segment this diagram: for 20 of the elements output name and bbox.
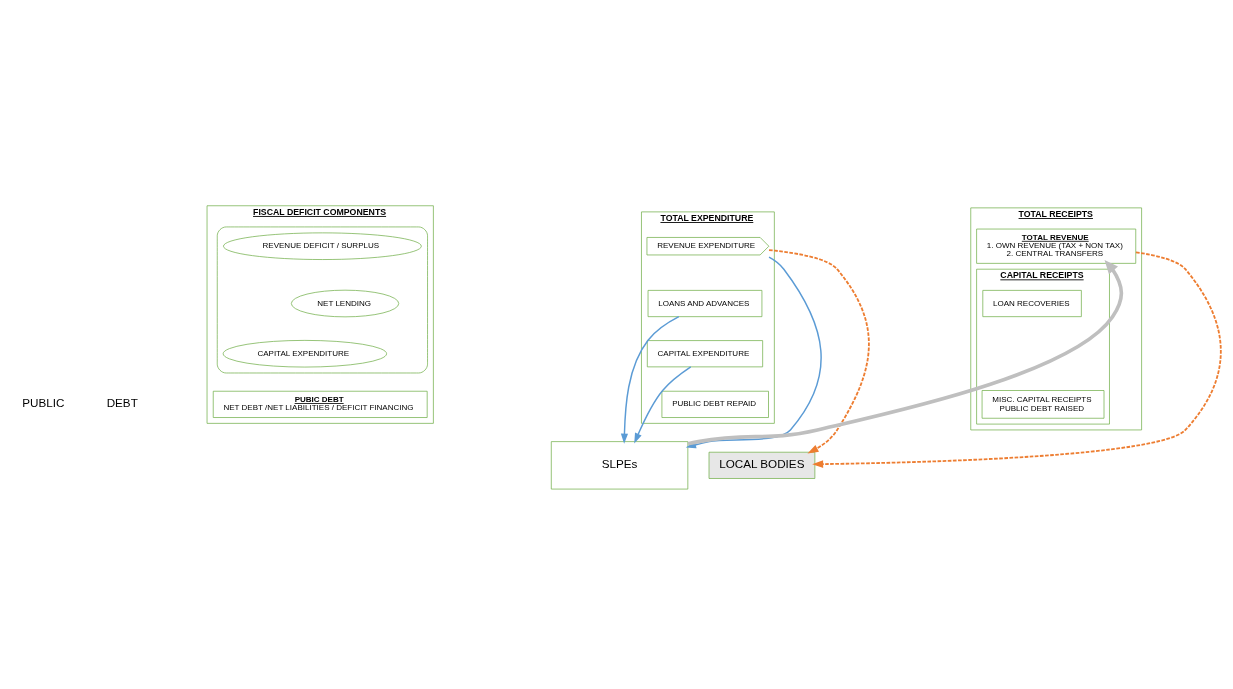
node-box: MISC. CAPITAL RECEIPTS PUBLIC DEBT RAISED	[981, 390, 1105, 419]
node-box: PUBIC DEBT NET DEBT /NET LIABILITIES / DEFICIT FINANCING	[212, 390, 428, 418]
node-box: CAPITAL EXPENDITURE	[646, 340, 764, 368]
arrow	[768, 249, 870, 454]
label: DEBT	[106, 396, 138, 410]
node-ellipse: REVENUE DEFICIT / SURPLUS	[223, 232, 422, 260]
node-ellipse: CAPITAL EXPENDITURE	[222, 340, 387, 368]
arrow	[634, 366, 692, 444]
arrow	[687, 260, 1124, 446]
node-box: LOANS AND ADVANCES	[647, 290, 763, 318]
node-box: TOTAL REVENUE 1. OWN REVENUE (TAX + NON TAX) 2. CENTRAL TRANSFERS	[976, 228, 1137, 264]
label: PUBLIC	[22, 396, 65, 410]
node-box: SLPEs	[550, 441, 689, 490]
node-box: LOAN RECOVERIES	[982, 290, 1082, 318]
arrow	[620, 315, 680, 444]
node-box: LOCAL BODIES	[708, 451, 816, 479]
node-ellipse: NET LENDING	[290, 289, 400, 318]
cluster	[216, 226, 428, 374]
arrow	[812, 251, 1222, 468]
node-box: PUBLIC DEBT REPAID	[661, 390, 769, 418]
